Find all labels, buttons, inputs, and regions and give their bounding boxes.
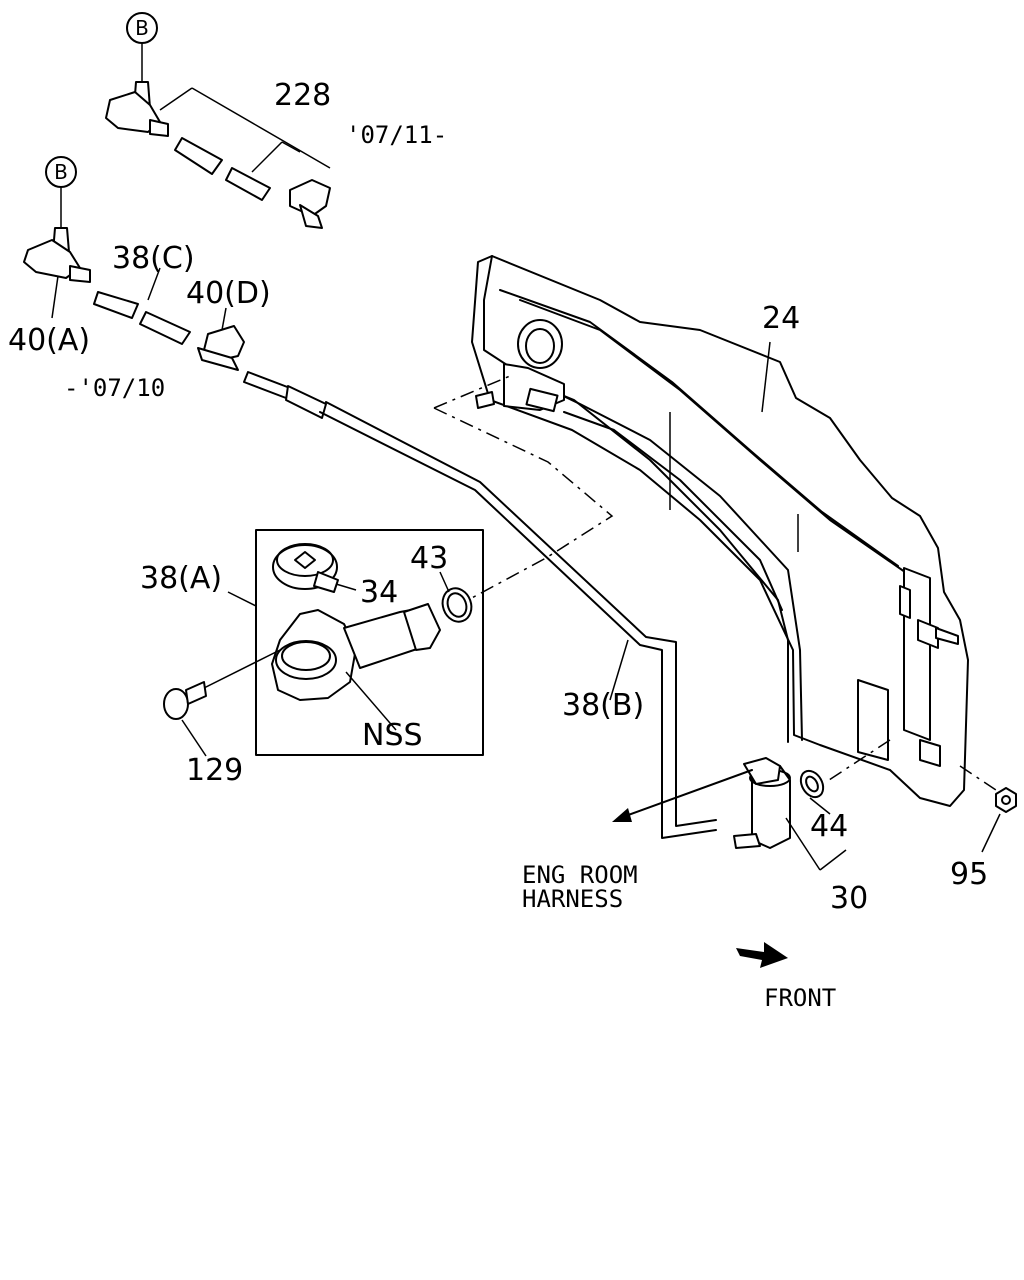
nozzle-assembly-early: B [23,156,327,419]
o-ring [441,587,473,623]
date-range-before: -'07/10 [64,374,165,402]
washer-pump [612,757,847,871]
callout-40a: 40(A) [8,323,90,358]
callout-nss: NSS [362,718,423,753]
callout-40d: 40(D) [186,276,271,311]
eng-room-label: ENG ROOM [522,861,638,889]
date-range-after: '07/11- [346,121,447,149]
grommet-44 [799,769,831,815]
callout-38a: 38(A) [140,561,222,596]
ref-b-label-mid: B [54,160,68,184]
nozzle-assembly-late: B [105,12,331,229]
hose-38b [319,401,717,839]
assembly-guides [433,375,997,791]
callout-38c: 38(C) [112,241,195,276]
harness-label: HARNESS [522,885,623,913]
filler-kit-box [179,529,484,756]
front-label: FRONT [764,984,836,1012]
callout-38b: 38(B) [562,688,644,723]
callout-43: 43 [410,541,448,576]
screw-129 [163,681,207,757]
callout-95: 95 [950,857,988,892]
callout-228: 228 [274,78,331,113]
front-arrow-icon [736,942,788,968]
filler-neck-port [517,319,563,369]
callout-44: 44 [810,809,848,844]
washer-tank [471,255,969,807]
callout-34: 34 [360,575,398,610]
ref-b-label-top: B [135,16,149,40]
callout-30: 30 [830,881,868,916]
callout-24: 24 [762,301,800,336]
nut-95 [981,787,1017,853]
callout-129: 129 [186,753,243,788]
